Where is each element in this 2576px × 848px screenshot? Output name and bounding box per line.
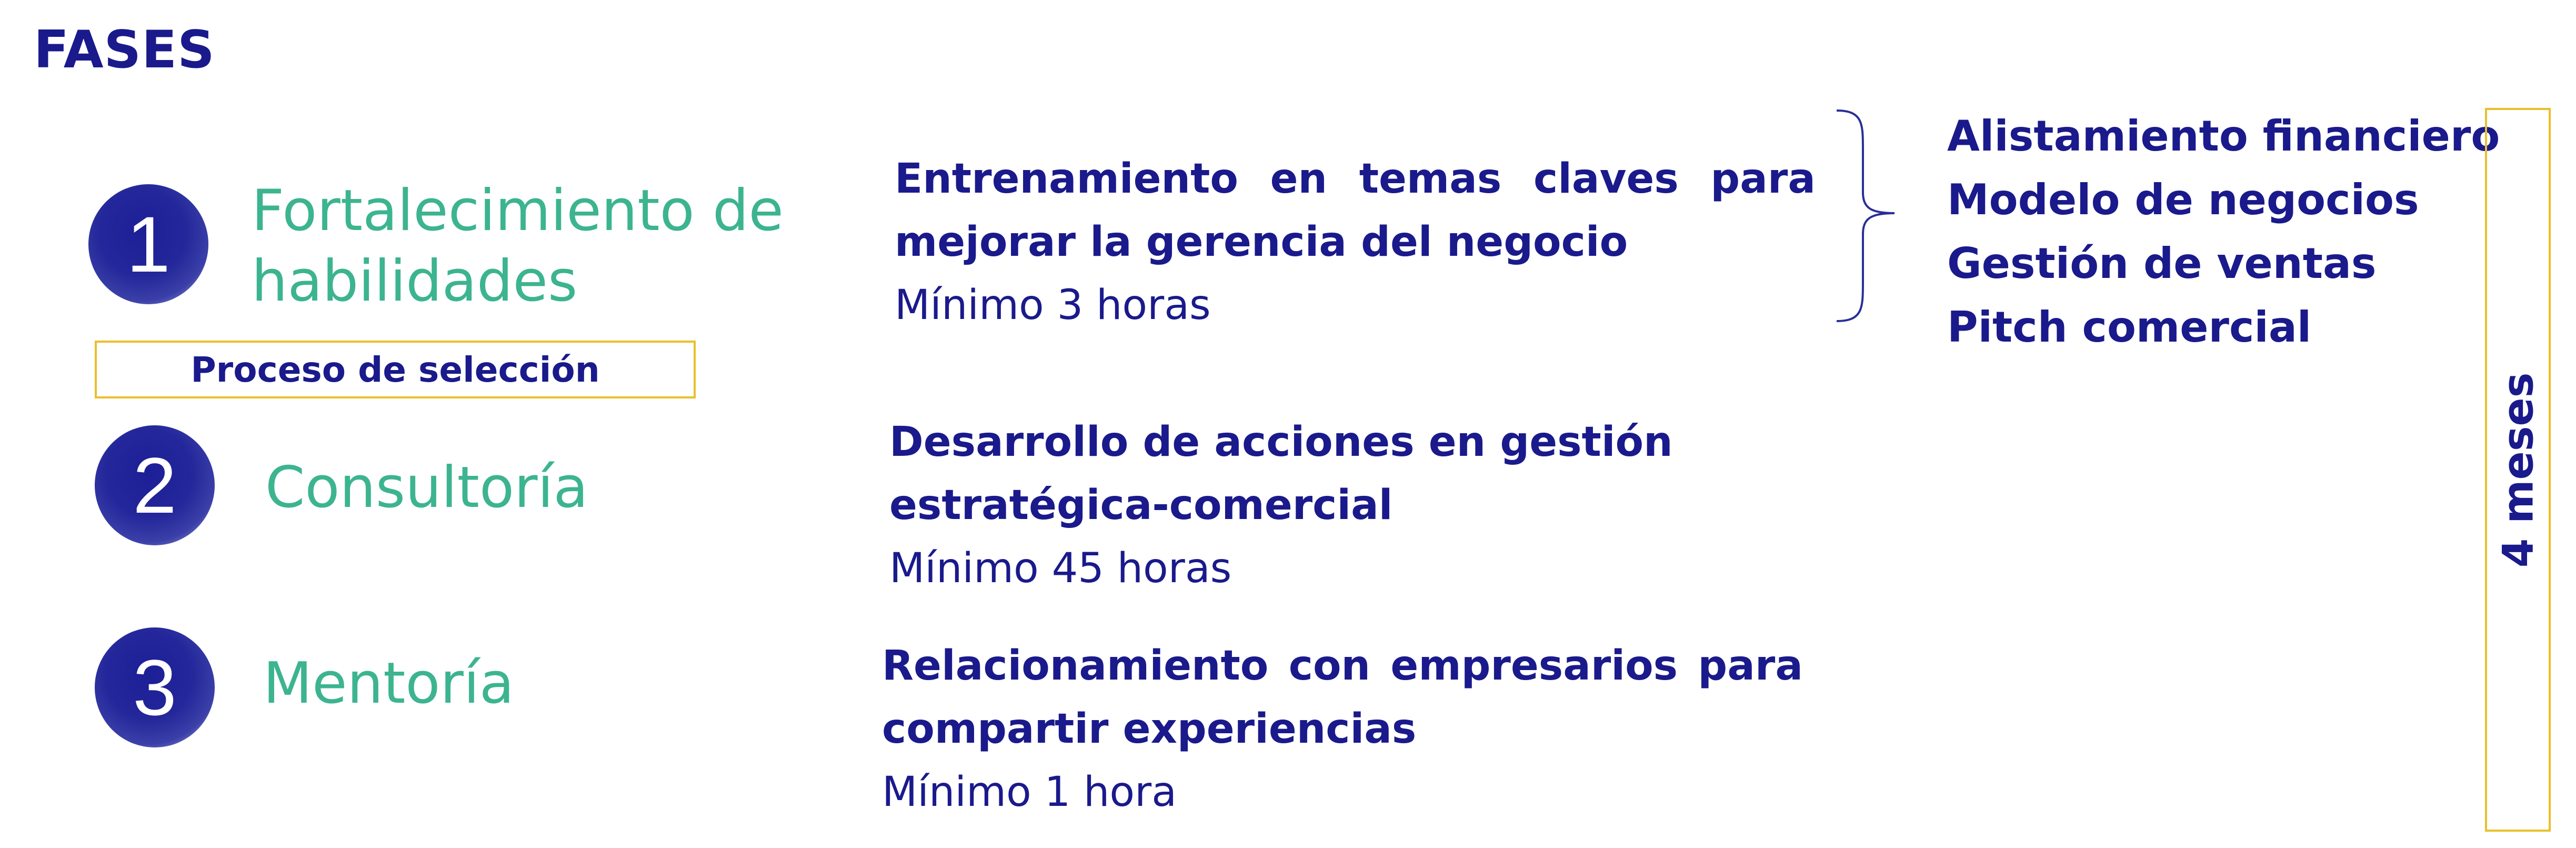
phase-3-number-circle: 3	[95, 627, 215, 747]
topic-item: Modelo de negocios	[1947, 175, 2419, 224]
topic-item: Pitch comercial	[1947, 303, 2312, 352]
phase-2-description: Desarrollo de acciones en gestión estrat…	[889, 411, 1816, 600]
phase-1-name-line: Fortalecimiento de	[252, 178, 784, 244]
phase-1-number: 1	[126, 200, 171, 288]
curly-brace-icon	[1836, 109, 1895, 322]
phase-3-name-line: Mentoría	[263, 651, 515, 716]
phase-1-name-line: habilidades	[252, 248, 578, 314]
phase-3-description: Relacionamiento con empresarios para com…	[882, 634, 1803, 824]
topic-item: Alistamiento financiero	[1947, 112, 2500, 161]
page-title: FASES	[34, 20, 215, 80]
selection-process-box: Proceso de selección	[95, 341, 696, 398]
phase-2-duration: Mínimo 45 horas	[889, 545, 1232, 592]
phase-1-number-circle: 1	[88, 184, 208, 304]
phase-1-description: Entrenamiento en temas claves para mejor…	[895, 147, 1816, 337]
phase-3-number: 3	[133, 643, 177, 732]
phase-3-duration: Mínimo 1 hora	[882, 769, 1177, 816]
phase-2-name-line: Consultoría	[265, 455, 588, 521]
phase-2-name: Consultoría	[265, 453, 588, 523]
phase-3-name: Mentoría	[263, 649, 514, 719]
phase-1-duration: Mínimo 3 horas	[895, 282, 1211, 329]
phase-2-number: 2	[133, 441, 177, 530]
phase-3-description-text: Relacionamiento con empresarios para com…	[882, 642, 1803, 753]
topics-list: Alistamiento financiero Modelo de negoci…	[1947, 104, 2500, 359]
duration-box: 4 meses	[2485, 108, 2551, 832]
total-duration-label: 4 meses	[2493, 372, 2542, 567]
phase-1-description-text: Entrenamiento en temas claves para mejor…	[895, 155, 1816, 266]
phase-2-number-circle: 2	[95, 425, 215, 545]
topic-item: Gestión de ventas	[1947, 239, 2377, 288]
phase-2-description-text: Desarrollo de acciones en gestión estrat…	[889, 418, 1673, 529]
phase-1-name: Fortalecimiento de habilidades	[252, 176, 784, 317]
